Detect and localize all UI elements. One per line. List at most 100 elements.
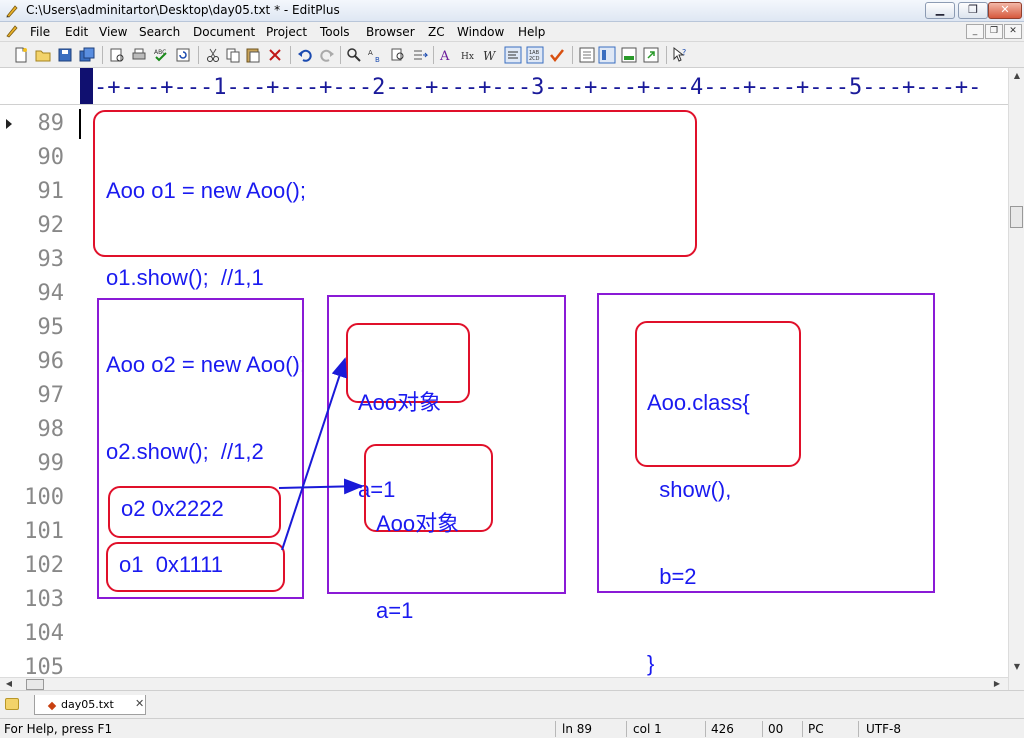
ruler-icon[interactable]: [504, 46, 522, 64]
line-number: 90: [37, 145, 65, 170]
menu-document[interactable]: Document: [193, 25, 256, 39]
status-separator: [705, 721, 706, 737]
undo-icon[interactable]: [296, 46, 314, 64]
title-bar: C:\Users\adminitartor\Desktop\day05.txt …: [0, 0, 1024, 22]
line-number: 98: [37, 417, 65, 442]
cut-icon[interactable]: [204, 46, 222, 64]
horizontal-scroll-thumb[interactable]: [26, 679, 44, 690]
refresh-icon[interactable]: [174, 46, 192, 64]
heap-object-field: a=1: [376, 598, 414, 623]
svg-text:W: W: [483, 49, 497, 63]
copy-icon[interactable]: [224, 46, 242, 64]
menu-search[interactable]: Search: [139, 25, 181, 39]
status-separator: [555, 721, 556, 737]
o1-reference-box: [106, 542, 285, 592]
line-number: 95: [37, 315, 65, 340]
status-code: 00: [768, 722, 784, 736]
toolbar-separator: [433, 46, 434, 64]
open-folder-icon[interactable]: [34, 46, 52, 64]
status-separator: [762, 721, 763, 737]
line-number: 93: [37, 247, 65, 272]
goto-line-icon[interactable]: [411, 46, 429, 64]
code-line: o1.show(); //1,1: [106, 265, 264, 290]
heap-object-title: Aoo对象: [376, 511, 460, 536]
code-snippet-box: [93, 110, 697, 257]
toolbar-separator: [102, 46, 103, 64]
menu-tools[interactable]: Tools: [320, 25, 350, 39]
menu-browser[interactable]: Browser: [366, 25, 415, 39]
replace-icon[interactable]: AB: [367, 46, 385, 64]
class-definition: Aoo.class{ show(), b=2 }: [647, 330, 750, 677]
minimize-button[interactable]: ▁: [925, 2, 955, 19]
vertical-scroll-thumb[interactable]: [1010, 206, 1023, 228]
mdi-minimize-button[interactable]: _: [966, 24, 984, 39]
heap-object-box: [346, 323, 470, 403]
status-help: For Help, press F1: [4, 722, 113, 736]
scroll-left-icon[interactable]: ◀: [5, 679, 13, 688]
cliptext-icon[interactable]: [578, 46, 596, 64]
find-icon[interactable]: [345, 46, 363, 64]
menu-project[interactable]: Project: [266, 25, 308, 39]
heap-object: Aoo对象 a=1: [358, 330, 441, 562]
status-count: 426: [711, 722, 734, 736]
menu-view[interactable]: View: [99, 25, 128, 39]
svg-text:1AB: 1AB: [529, 50, 540, 56]
tab-day05[interactable]: day05.txt ✕: [34, 695, 146, 715]
code-snippet: Aoo o1 = new Aoo(); o1.show(); //1,1 Aoo…: [106, 118, 306, 524]
status-separator: [626, 721, 627, 737]
browser-icon[interactable]: [642, 46, 660, 64]
line-number: 105: [24, 655, 64, 677]
mdi-close-button[interactable]: ✕: [1004, 24, 1022, 39]
code-line: Aoo o1 = new Aoo();: [106, 178, 306, 203]
new-file-icon[interactable]: [12, 46, 30, 64]
line-number: 89: [37, 111, 65, 136]
output-window-icon[interactable]: [620, 46, 638, 64]
svg-text:Hx: Hx: [461, 52, 474, 62]
hex-view-icon[interactable]: Hx: [460, 46, 478, 64]
heap-object-box: [364, 444, 493, 532]
help-pointer-icon[interactable]: ?: [671, 46, 689, 64]
word-wrap-icon[interactable]: W: [482, 46, 500, 64]
mdi-restore-button[interactable]: ❐: [985, 24, 1003, 39]
document-tab-bar: day05.txt ✕: [0, 690, 1024, 718]
scroll-up-icon[interactable]: ▲: [1013, 71, 1021, 80]
menu-window[interactable]: Window: [457, 25, 505, 39]
print-preview-icon[interactable]: [108, 46, 126, 64]
spell-check-icon[interactable]: ABC: [152, 46, 170, 64]
toolbar-separator: [572, 46, 573, 64]
line-number: 101: [24, 519, 64, 544]
status-separator: [858, 721, 859, 737]
vertical-scrollbar[interactable]: ▲ ▼: [1008, 68, 1024, 690]
horizontal-scrollbar[interactable]: ◀ ▶: [0, 677, 1008, 690]
close-button[interactable]: ✕: [988, 2, 1022, 19]
o2-reference: o2 0x2222: [121, 496, 224, 521]
heap-region: [327, 295, 566, 594]
print-icon[interactable]: [130, 46, 148, 64]
delete-icon[interactable]: [266, 46, 284, 64]
menu-file[interactable]: File: [30, 25, 51, 39]
scroll-down-icon[interactable]: ▼: [1013, 662, 1021, 671]
save-icon[interactable]: [56, 46, 74, 64]
check-icon[interactable]: [548, 46, 566, 64]
folder-icon[interactable]: [5, 698, 19, 710]
save-all-icon[interactable]: [78, 46, 96, 64]
redo-icon[interactable]: [318, 46, 336, 64]
stack-region: [97, 298, 304, 599]
editor-area[interactable]: 89 90 91 92 93 94 95 96 97 98 99 100 101…: [0, 105, 1008, 677]
paste-icon[interactable]: [244, 46, 262, 64]
directory-window-icon[interactable]: [598, 46, 616, 64]
line-number: 104: [24, 621, 64, 646]
find-in-files-icon[interactable]: [389, 46, 407, 64]
column-ruler: -+---+---1---+---+---2---+---+---3---+--…: [0, 68, 1008, 105]
scroll-right-icon[interactable]: ▶: [993, 679, 1001, 688]
editplus-app-icon: [6, 5, 18, 18]
tab-close-icon[interactable]: ✕: [135, 697, 145, 710]
menu-zc[interactable]: ZC: [428, 25, 445, 39]
font-icon[interactable]: A: [438, 46, 456, 64]
menu-edit[interactable]: Edit: [65, 25, 89, 39]
line-number: 103: [24, 587, 64, 612]
maximize-button[interactable]: ❐: [958, 2, 988, 19]
code-line: o2.show(); //1,2: [106, 439, 264, 464]
menu-help[interactable]: Help: [518, 25, 546, 39]
